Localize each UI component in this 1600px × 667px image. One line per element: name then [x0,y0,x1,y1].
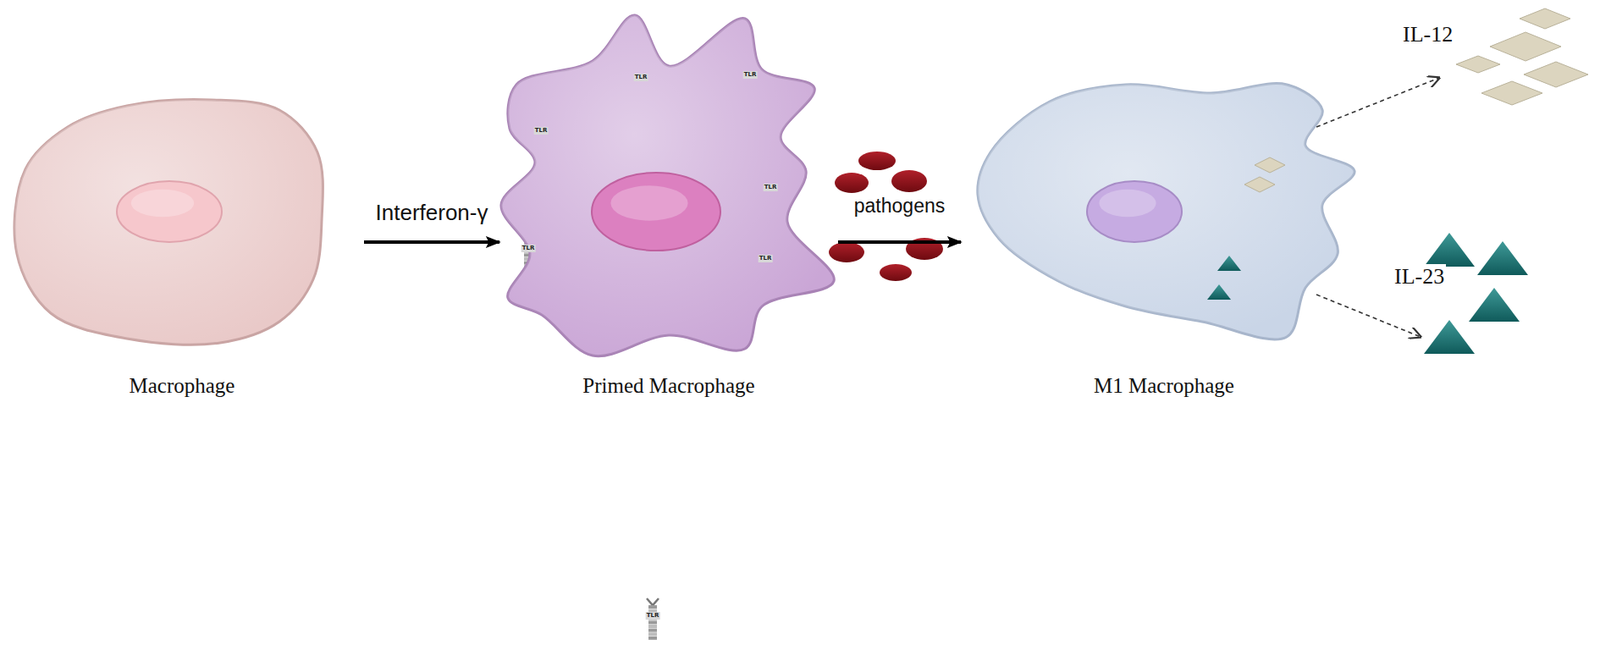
cell-label: Macrophage [8,374,356,398]
il23-molecules [1423,232,1529,354]
receptor-label: TLR [521,244,536,253]
secretion-arrow [1316,77,1440,127]
cytokine-label: IL-23 [1392,264,1446,290]
cytokine-label: IL-12 [1401,22,1455,48]
receptor-label: TLR [763,183,778,192]
cytokine-inside [1207,157,1286,300]
process-arrow [364,240,500,244]
receptor-label: TLR [758,254,773,263]
cell-outline [499,8,839,407]
cell-outline [960,76,1368,407]
receptor-label: TLR [645,612,661,620]
cell-outline [8,84,356,407]
receptor-label: TLR [634,73,649,82]
edge-label: Interferon-γ [373,199,492,227]
process-arrow [838,240,961,244]
cell-label: Primed Macrophage [499,374,839,398]
il12-molecules [1456,8,1589,105]
macrophage-cell: M1 Macrophage [960,76,1368,407]
receptor-label: TLR [743,71,758,79]
macrophage-cell: Macrophage [8,84,356,407]
macrophage-cell: Primed Macrophage [499,8,839,407]
receptor-label: TLR [534,126,549,135]
edge-label: pathogens [851,194,948,218]
secretion-arrow [1316,294,1421,337]
cell-label: M1 Macrophage [960,374,1368,398]
